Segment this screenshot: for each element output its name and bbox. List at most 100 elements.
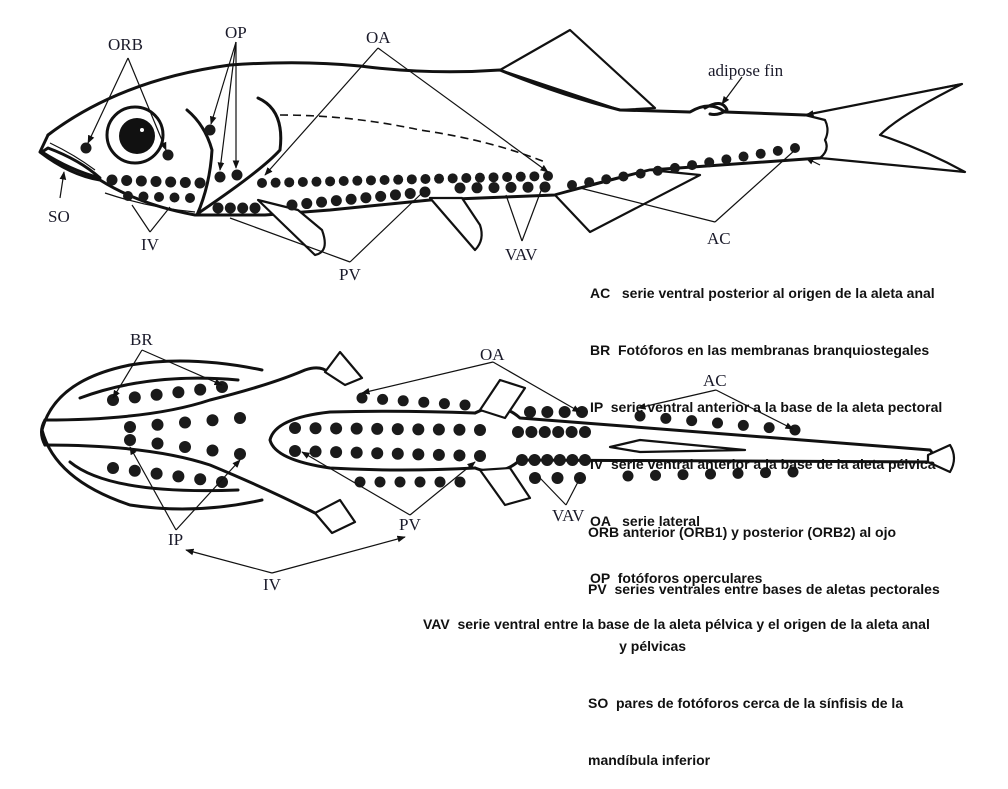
photophore-dot bbox=[365, 175, 376, 186]
photophore-dot bbox=[404, 187, 416, 199]
photophore-dot bbox=[453, 423, 466, 436]
photophore-dot bbox=[165, 176, 177, 188]
photophore-dot bbox=[454, 182, 466, 194]
photophore-dot bbox=[194, 383, 207, 396]
eye-highlight bbox=[140, 128, 144, 132]
photophore-dot bbox=[194, 177, 206, 189]
photophore-dot bbox=[150, 388, 163, 401]
photophore-dot bbox=[212, 202, 224, 214]
photophore-dot bbox=[338, 176, 349, 186]
legend-entry-so: SO pares de fotóforos cerca de la sínfis… bbox=[588, 695, 904, 711]
photophore-dot bbox=[352, 175, 363, 186]
photophore-dot bbox=[123, 191, 133, 201]
photophore-dot bbox=[618, 171, 629, 182]
legend-entry-op: OP fotóforos operculares bbox=[590, 570, 763, 586]
legend-entry-vav: VAV serie ventral entre la base de la al… bbox=[423, 616, 930, 632]
photophore-dot bbox=[488, 172, 499, 183]
head-tip bbox=[40, 418, 47, 447]
photophore-dot bbox=[360, 192, 372, 204]
photophore-dot bbox=[763, 422, 775, 434]
photophore-dot bbox=[579, 454, 591, 466]
photophore-dot bbox=[375, 190, 387, 202]
photophore-dot bbox=[551, 472, 564, 484]
photophore-dot bbox=[539, 181, 551, 193]
photophore-dot bbox=[474, 450, 486, 462]
label-pv: PV bbox=[339, 265, 361, 284]
photophore-dot bbox=[128, 464, 141, 477]
photophore-dot bbox=[601, 174, 612, 185]
photophore-dot bbox=[787, 466, 799, 478]
photophore-dot bbox=[237, 202, 249, 214]
photophore-dot bbox=[541, 406, 554, 418]
photophore-dot bbox=[391, 423, 404, 436]
photophore-dot bbox=[316, 196, 328, 208]
photophore-dot bbox=[565, 426, 578, 438]
photophore-dot bbox=[447, 173, 458, 184]
ventral-body bbox=[268, 409, 477, 472]
photophore-dot bbox=[194, 473, 207, 486]
photophore-dot bbox=[634, 410, 646, 422]
photophore-dot bbox=[432, 423, 445, 436]
photophore-dot bbox=[474, 424, 486, 436]
photophore-dot bbox=[289, 445, 301, 457]
label-oa-ventral: OA bbox=[480, 345, 505, 364]
photophore-dot bbox=[669, 162, 680, 173]
photophore-dot bbox=[529, 472, 541, 484]
photophore-dot bbox=[737, 419, 749, 431]
photophore-dot bbox=[289, 422, 301, 434]
legend-entry-br: BR Fotóforos en las membranas branquiost… bbox=[590, 342, 930, 358]
photophore-dot bbox=[772, 145, 783, 156]
photophore-dot bbox=[524, 406, 536, 418]
label-ac: AC bbox=[707, 229, 731, 248]
legend-entry-ac: AC serie ventral posterior al origen de … bbox=[590, 285, 935, 301]
branchiostegal-upper bbox=[78, 376, 240, 400]
photophore-dot bbox=[650, 469, 661, 481]
photophore-dot bbox=[704, 157, 715, 168]
anal-fin-ventral bbox=[608, 438, 747, 454]
photophore-dot bbox=[567, 180, 577, 190]
photophore-dot bbox=[309, 445, 322, 458]
label-op: OP bbox=[225, 23, 247, 42]
photophore-dot bbox=[516, 454, 528, 466]
branchiostegal-line bbox=[104, 192, 196, 213]
photophore-dot bbox=[234, 448, 246, 460]
photophore-dot bbox=[461, 173, 472, 183]
photophore-dot bbox=[635, 168, 646, 179]
jaw-line bbox=[49, 142, 96, 171]
dorsal-fin bbox=[498, 28, 657, 112]
branchiostegal-lower bbox=[68, 460, 240, 493]
photophore-dot bbox=[738, 151, 749, 162]
photophore-dot bbox=[576, 406, 588, 418]
photophore-dot bbox=[234, 412, 246, 424]
ventral-head-outline-lower bbox=[40, 428, 264, 511]
photophore-dot bbox=[543, 171, 553, 181]
photophore-dot bbox=[345, 193, 357, 205]
photophore-dot bbox=[330, 195, 342, 207]
photophore-dot bbox=[397, 395, 409, 407]
legend-entry-pv: PV series ventrales entre bases de aleta… bbox=[588, 581, 940, 597]
label-ac-ventral: AC bbox=[703, 371, 727, 390]
photophore-dot bbox=[434, 476, 446, 488]
photophore-dot bbox=[529, 171, 540, 182]
label-iv-ventral: IV bbox=[263, 575, 282, 594]
photophore-dot bbox=[391, 447, 404, 460]
photophore-dot bbox=[474, 172, 485, 183]
photophore-dot bbox=[162, 149, 174, 161]
photophore-dot bbox=[434, 173, 445, 184]
photophore-dot bbox=[420, 174, 431, 184]
photophore-dot bbox=[150, 176, 162, 187]
photophore-diagram: ORB OP OA adipose fin SO IV PV VAV AC bbox=[38, 23, 967, 594]
photophore-dot bbox=[325, 176, 336, 187]
photophore-dot bbox=[705, 468, 716, 480]
photophore-dot bbox=[284, 177, 295, 188]
photophore-dot bbox=[124, 434, 136, 446]
photophore-dot bbox=[374, 476, 386, 488]
legend-entry-ip: IP serie ventral anterior a la base de l… bbox=[590, 399, 943, 415]
photophore-dot bbox=[204, 124, 216, 136]
photophore-dot bbox=[686, 415, 698, 427]
photophore-dot bbox=[350, 446, 363, 459]
photophore-dot bbox=[297, 177, 308, 187]
photophore-dot bbox=[453, 449, 466, 462]
opercle bbox=[198, 96, 283, 214]
photophore-dot bbox=[379, 175, 390, 185]
